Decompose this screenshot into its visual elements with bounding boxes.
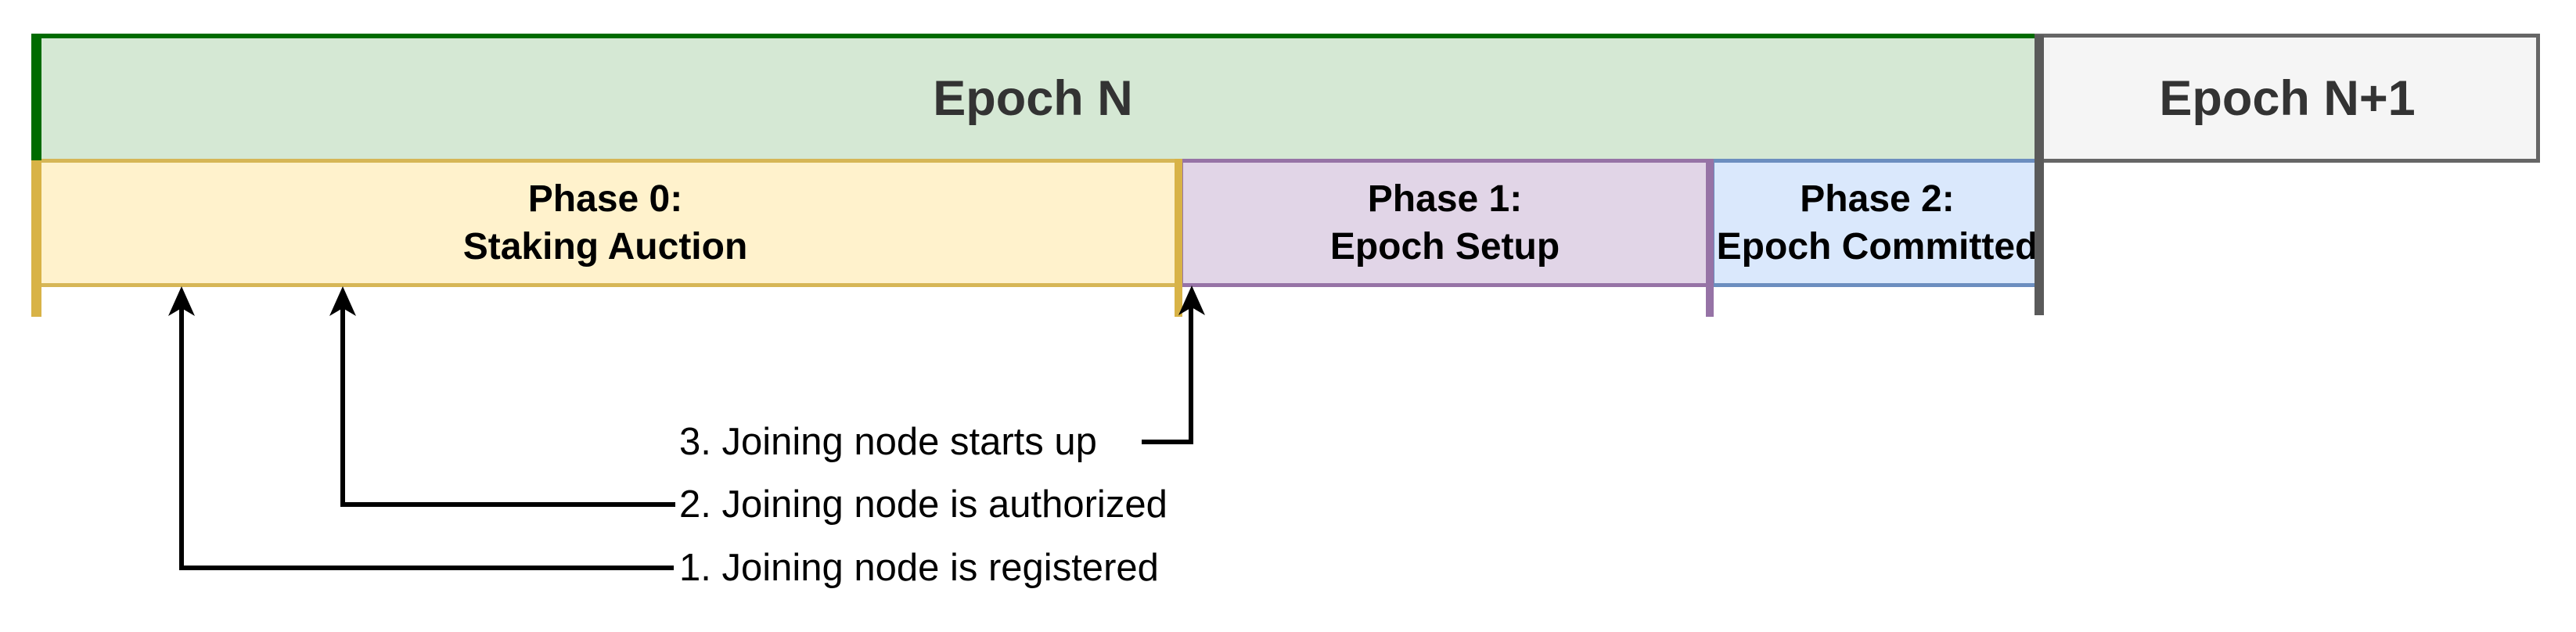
phase-0-title: Phase 0: [527,178,683,220]
arrow-3-line-vertical [1189,307,1193,444]
phase-1-subtitle: Epoch Setup [1329,226,1560,268]
phase-2-subtitle: Epoch Committed [1716,226,2038,268]
arrow-1-line-horizontal [179,566,674,570]
phase-1-end-marker [1706,159,1714,317]
arrow-2-line-vertical [340,307,345,507]
epoch-boundary-divider [2035,35,2044,315]
phase-1-title: Phase 1: [1367,178,1523,220]
annotation-node-registered: 1. Joining node is registered [679,547,1159,589]
epoch-n-label: Epoch N [933,71,1133,126]
arrow-3-line-horizontal [1142,440,1192,444]
phase-2-title: Phase 2: [1800,178,1955,220]
annotation-node-authorized: 2. Joining node is authorized [679,483,1167,526]
phase-0-box: Phase 0: Staking Auction [31,159,1179,287]
arrow-2-line-horizontal [340,502,675,507]
staking-phase-start-marker [31,160,41,317]
arrowhead-up-icon [329,286,356,316]
epoch-n-bar: Epoch N [31,34,2035,159]
phase-2-box: Phase 2: Epoch Committed [1711,159,2044,287]
phase-0-end-marker [1175,159,1182,317]
phase-0-subtitle: Staking Auction [462,226,748,268]
epoch-n1-label: Epoch N+1 [2159,70,2416,126]
arrowhead-up-icon [168,286,195,316]
arrow-1-line-vertical [179,307,184,570]
epoch-start-marker [31,34,41,160]
annotation-node-starts-up: 3. Joining node starts up [679,421,1097,463]
arrowhead-up-icon [1178,285,1205,315]
epoch-n1-bar: Epoch N+1 [2035,34,2540,163]
phase-1-box: Phase 1: Epoch Setup [1179,159,1711,287]
